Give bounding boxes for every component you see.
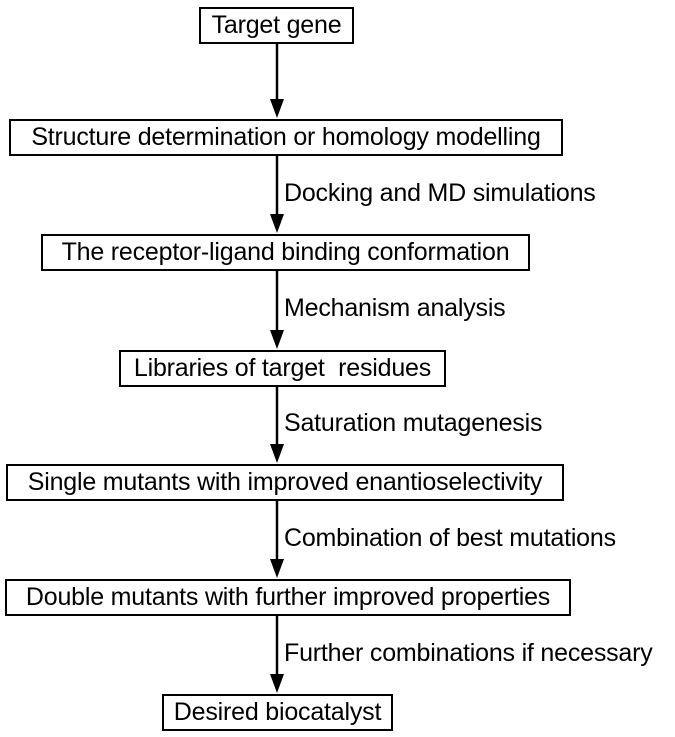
arrow-down-icon-5 — [266, 501, 288, 579]
edge-label-mechanism: Mechanism analysis — [284, 294, 506, 322]
edge-label-combination: Combination of best mutations — [284, 524, 616, 552]
edge-label-further: Further combinations if necessary — [284, 639, 653, 667]
node-target-gene[interactable]: Target gene — [199, 7, 354, 44]
node-label: Target gene — [211, 11, 342, 39]
arrow-down-icon-4 — [266, 387, 288, 464]
arrow-down-icon-1 — [266, 44, 288, 119]
node-single-mutants[interactable]: Single mutants with improved enantiosele… — [6, 464, 564, 501]
arrow-down-icon-2 — [266, 156, 288, 234]
node-desired-biocatalyst[interactable]: Desired biocatalyst — [162, 694, 393, 731]
node-label: The receptor-ligand binding conformation — [61, 238, 510, 266]
node-double-mutants[interactable]: Double mutants with further improved pro… — [5, 579, 571, 616]
node-receptor-ligand-conformation[interactable]: The receptor-ligand binding conformation — [41, 234, 530, 271]
node-structure-determination[interactable]: Structure determination or homology mode… — [9, 119, 563, 156]
edge-label-saturation: Saturation mutagenesis — [284, 409, 543, 437]
node-libraries-target-residues[interactable]: Libraries of target residues — [119, 350, 446, 387]
node-label: Structure determination or homology mode… — [31, 123, 541, 151]
node-label: Desired biocatalyst — [173, 698, 382, 726]
node-label: Libraries of target residues — [133, 354, 432, 382]
node-label: Single mutants with improved enantiosele… — [27, 468, 543, 496]
arrow-down-icon-3 — [266, 271, 288, 350]
arrow-down-icon-6 — [266, 616, 288, 694]
edge-label-docking: Docking and MD simulations — [284, 179, 596, 207]
node-label: Double mutants with further improved pro… — [25, 583, 551, 611]
